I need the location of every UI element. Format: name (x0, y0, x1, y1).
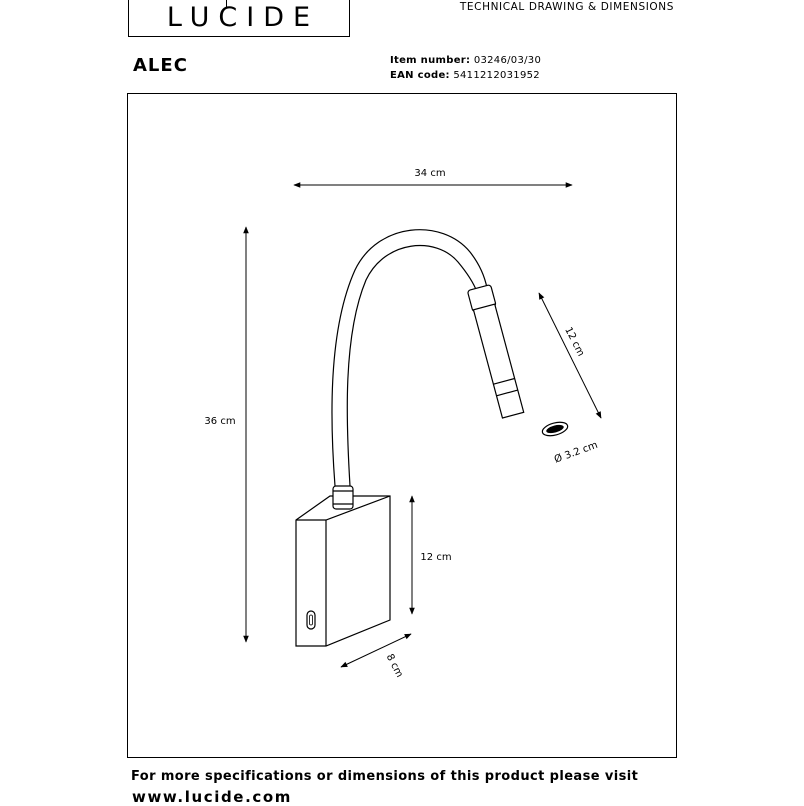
item-number-label: Item number: (390, 55, 471, 66)
height-label: 36 cm (204, 416, 235, 427)
base-depth-dimension-line (340, 633, 412, 668)
base-depth-label: 8 cm (384, 652, 405, 679)
footer-text: For more specifications or dimensions of… (131, 769, 639, 784)
head-diameter-label: Ø 3.2 cm (553, 439, 600, 466)
page-title: TECHNICAL DRAWING & DIMENSIONS (459, 1, 674, 13)
arm-collar (332, 485, 354, 510)
logo-text: LUCIDE (166, 2, 320, 33)
base-height-label: 12 cm (420, 552, 451, 563)
width-label: 34 cm (414, 168, 445, 179)
product-meta: Item number: 03246/03/30 EAN code: 54112… (390, 53, 541, 83)
head-length-label: 12 cm (562, 325, 586, 358)
item-number-row: Item number: 03246/03/30 (390, 53, 541, 68)
usb-port-inner (309, 614, 313, 626)
product-name: ALEC (133, 55, 188, 76)
logo-tick (226, 0, 228, 8)
head-length-dimension-line (538, 292, 602, 419)
footer-url[interactable]: www.lucide.com (132, 788, 292, 806)
usb-port-icon (306, 610, 316, 630)
lamp-base (295, 495, 391, 647)
flexible-arm (331, 229, 488, 487)
ean-value: 5411212031952 (453, 70, 540, 81)
ean-row: EAN code: 5411212031952 (390, 68, 541, 83)
item-number-value: 03246/03/30 (473, 55, 542, 66)
led-lens-inner (546, 424, 564, 434)
reading-head (467, 284, 525, 419)
ean-label: EAN code: (390, 70, 450, 81)
brand-logo: LUCIDE (128, 0, 350, 37)
drawing-frame (127, 93, 677, 758)
